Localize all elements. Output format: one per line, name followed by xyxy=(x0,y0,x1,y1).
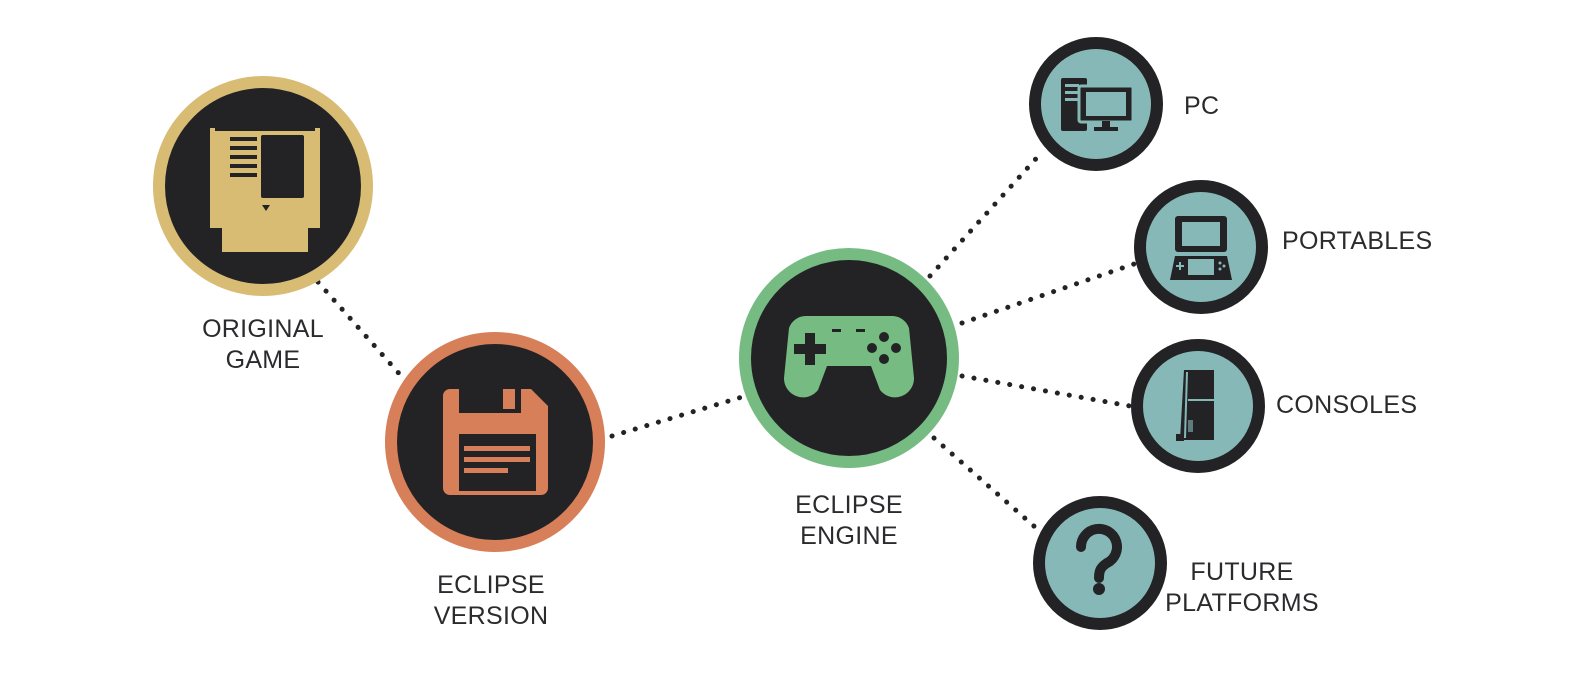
connector-engine-to-pc xyxy=(927,149,1045,279)
gamepad-icon xyxy=(783,316,915,398)
handheld-console-icon xyxy=(1170,216,1232,280)
label-line: VERSION xyxy=(433,602,549,630)
label-line: GAME xyxy=(225,346,301,374)
label-line: FUTURE xyxy=(1190,558,1294,586)
label-line: ENGINE xyxy=(800,522,898,550)
connectors xyxy=(315,149,1137,530)
node-eclipse-engine xyxy=(739,248,959,468)
label-line: CONSOLES xyxy=(1276,391,1418,419)
label-original-game: ORIGINAL GAME xyxy=(202,314,324,376)
label-line: PLATFORMS xyxy=(1165,589,1319,617)
label-line: PC xyxy=(1184,92,1220,120)
desktop-computer-icon xyxy=(1061,78,1135,131)
label-line: ORIGINAL xyxy=(202,315,324,343)
label-portables: PORTABLES xyxy=(1282,226,1432,257)
node-pc xyxy=(1029,37,1163,171)
label-line: ECLIPSE xyxy=(437,571,545,599)
label-eclipse-version: ECLIPSE VERSION xyxy=(434,570,549,632)
label-future-platforms: FUTURE PLATFORMS xyxy=(1165,557,1319,619)
label-line: PORTABLES xyxy=(1282,227,1433,255)
label-pc: PC xyxy=(1184,91,1219,122)
connector-engine-to-portables xyxy=(959,261,1137,326)
label-consoles: CONSOLES xyxy=(1276,390,1417,421)
connector-engine-to-future-platforms xyxy=(931,435,1038,530)
connector-engine-to-consoles xyxy=(959,373,1133,409)
console-tower-icon xyxy=(1176,370,1214,441)
node-consoles xyxy=(1131,339,1265,473)
node-original-game xyxy=(153,76,373,296)
connector-original-to-eclipse-version xyxy=(315,279,406,381)
cartridge-icon xyxy=(210,128,320,252)
node-portables xyxy=(1134,180,1268,314)
connector-eclipse-version-to-engine xyxy=(609,394,745,439)
label-eclipse-engine: ECLIPSE ENGINE xyxy=(795,490,903,552)
floppy-disk-icon xyxy=(443,389,548,495)
question-mark-icon xyxy=(1075,523,1122,595)
node-eclipse-version xyxy=(385,332,605,552)
label-line: ECLIPSE xyxy=(795,491,903,519)
node-future-platforms xyxy=(1033,496,1167,630)
